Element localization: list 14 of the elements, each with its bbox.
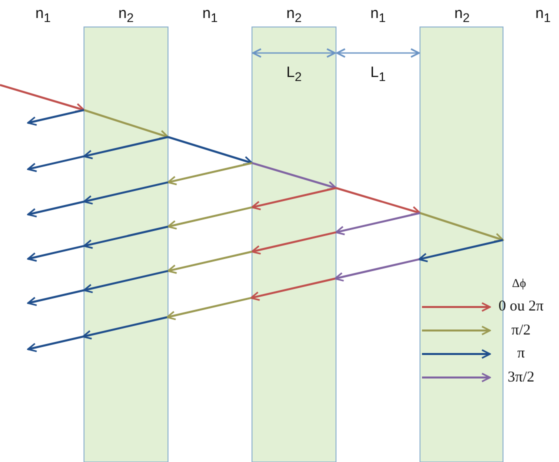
refractive-index-label: n$_{1}$ <box>35 6 51 24</box>
legend-label: π/2 <box>511 323 531 338</box>
thickness-label: L$_{1}$ <box>370 64 386 84</box>
refractive-index-label: n$_{2}$ <box>118 6 134 24</box>
legend-title: Δϕ <box>512 277 526 289</box>
legend-label: π <box>517 346 525 362</box>
refractive-index-label: n$_{1}$ <box>202 6 218 24</box>
legend-label: 3π/2 <box>508 370 534 385</box>
refractive-index-label: n$_{2}$ <box>454 6 470 24</box>
refractive-index-label: n$_{1}$ <box>535 6 551 24</box>
thickness-label: L$_{2}$ <box>286 64 302 84</box>
refractive-index-label: n$_{2}$ <box>286 6 302 24</box>
refractive-index-label: n$_{1}$ <box>370 6 386 24</box>
legend-label: 0 ou 2π <box>498 300 544 314</box>
